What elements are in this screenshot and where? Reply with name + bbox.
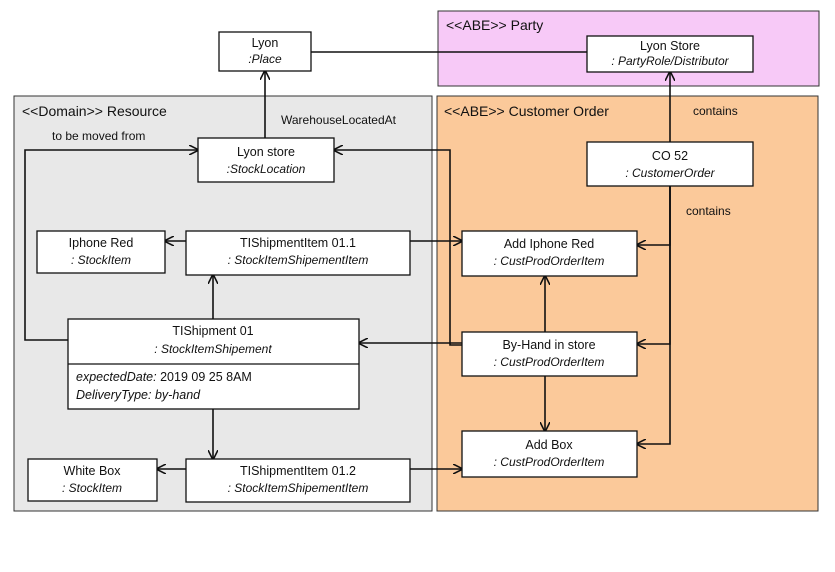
node-name: TIShipment 01 bbox=[172, 324, 253, 338]
node-type: :StockLocation bbox=[227, 162, 306, 176]
node-white-box: White Box : StockItem bbox=[27, 458, 158, 502]
node-type: :Place bbox=[248, 52, 282, 66]
node-type: : StockItemShipementItem bbox=[228, 253, 369, 267]
node-name: Add Box bbox=[525, 438, 573, 452]
node-type: : CustProdOrderItem bbox=[494, 455, 605, 469]
edges bbox=[24, 52, 671, 469]
label-contains-mid: contains bbox=[686, 204, 731, 218]
node-name: Add Iphone Red bbox=[504, 237, 594, 251]
node-type: : StockItem bbox=[62, 481, 122, 495]
node-name: TIShipmentItem 01.2 bbox=[240, 464, 356, 478]
node-type: : CustProdOrderItem bbox=[494, 355, 605, 369]
node-name: By-Hand in store bbox=[502, 338, 595, 352]
node-name: TIShipmentItem 01.1 bbox=[240, 236, 356, 250]
attr-value: 2019 09 25 8AM bbox=[157, 370, 252, 384]
edge-shipment-to-location bbox=[24, 150, 198, 341]
attr-expected-date: expectedDate: 2019 09 25 8AM bbox=[76, 370, 252, 384]
node-lyon-store-party: Lyon Store : PartyRole/Distributor bbox=[586, 35, 754, 73]
node-name: Lyon Store bbox=[640, 39, 700, 53]
node-name: Lyon store bbox=[237, 145, 295, 159]
node-add-box: Add Box : CustProdOrderItem bbox=[461, 430, 638, 478]
node-tishipment-01: TIShipment 01 : StockItemShipement expec… bbox=[67, 318, 360, 410]
node-name: CO 52 bbox=[652, 149, 688, 163]
node-type: : StockItemShipement bbox=[154, 342, 272, 356]
node-name: Iphone Red bbox=[69, 236, 134, 250]
node-type: : PartyRole/Distributor bbox=[611, 54, 729, 68]
node-iphone-red: Iphone Red : StockItem bbox=[36, 230, 166, 274]
node-add-iphone-red: Add Iphone Red : CustProdOrderItem bbox=[461, 230, 638, 277]
node-co52: CO 52 : CustomerOrder bbox=[586, 141, 754, 187]
node-lyon-store-location: Lyon store :StockLocation bbox=[197, 137, 335, 183]
package-party-title: <<ABE>> Party bbox=[446, 17, 543, 33]
label-contains-top: contains bbox=[693, 104, 738, 118]
attr-key: expectedDate: bbox=[76, 370, 157, 384]
node-type: : StockItemShipementItem bbox=[228, 481, 369, 495]
label-warehouse-located-at: WarehouseLocatedAt bbox=[281, 113, 397, 127]
node-type: : CustomerOrder bbox=[625, 166, 715, 180]
node-tishipmentitem-011: TIShipmentItem 01.1 : StockItemShipement… bbox=[185, 230, 411, 276]
node-lyon-place: Lyon :Place bbox=[218, 31, 312, 72]
package-resource-title: <<Domain>> Resource bbox=[22, 103, 167, 119]
node-name: White Box bbox=[64, 464, 122, 478]
edge-byhand-to-location bbox=[334, 150, 462, 346]
edge-co52-to-addbox bbox=[637, 186, 671, 444]
node-by-hand-in-store: By-Hand in store : CustProdOrderItem bbox=[461, 331, 638, 377]
attr-delivery-type: DeliveryType: by-hand bbox=[76, 388, 201, 402]
package-party: <<ABE>> Party bbox=[437, 10, 820, 87]
attr-value: by-hand bbox=[151, 388, 201, 402]
node-type: : StockItem bbox=[71, 253, 131, 267]
node-type: : CustProdOrderItem bbox=[494, 254, 605, 268]
label-to-be-moved-from: to be moved from bbox=[52, 129, 145, 143]
package-customer-order-title: <<ABE>> Customer Order bbox=[444, 103, 609, 119]
node-name: Lyon bbox=[252, 36, 279, 50]
node-tishipmentitem-012: TIShipmentItem 01.2 : StockItemShipement… bbox=[185, 458, 411, 503]
attr-key: DeliveryType: bbox=[76, 388, 151, 402]
